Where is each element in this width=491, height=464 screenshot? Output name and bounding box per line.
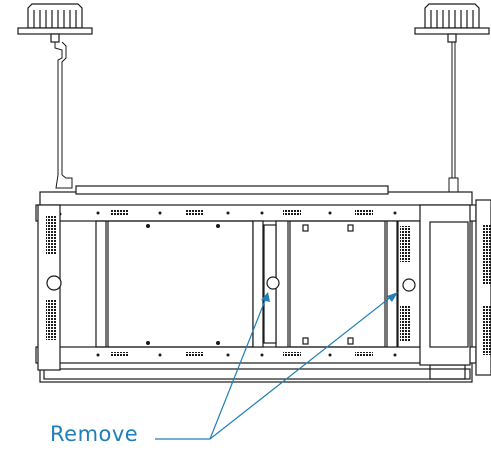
- arrowhead-left: [261, 292, 270, 302]
- arrowhead-right: [387, 292, 398, 302]
- side-panel-left: [37, 204, 62, 371]
- callout-leader-lines: [155, 292, 398, 440]
- removable-bracket-left: [263, 224, 280, 344]
- removable-bracket-right: [397, 220, 421, 348]
- ceiling-mount-left: [17, 3, 93, 43]
- hanging-rod-right: [448, 42, 459, 193]
- side-panel-right: [419, 199, 491, 376]
- hanging-rod-left: [54, 41, 73, 189]
- remove-callout-label: Remove: [50, 422, 139, 446]
- ceiling-mount-right: [414, 3, 490, 43]
